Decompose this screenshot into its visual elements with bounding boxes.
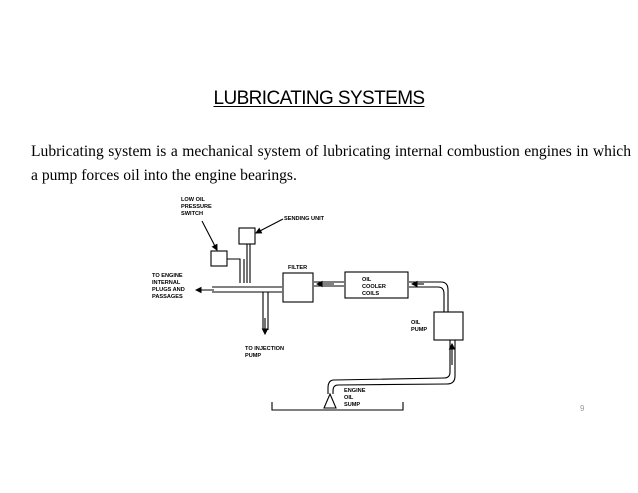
sending-unit-leader <box>255 218 284 234</box>
oil-cooler-box <box>344 271 409 299</box>
cooler-label-line-1: OIL <box>362 277 372 283</box>
to-engine-label-line-3: PLUGS AND <box>152 287 185 293</box>
pressure-switch-box <box>210 250 228 267</box>
switch-connector <box>227 258 245 283</box>
page-number: 9 <box>580 404 585 413</box>
cooler-label-line-2: COOLER <box>362 284 386 290</box>
to-engine-label-line-4: PASSAGES <box>152 294 183 300</box>
injection-label-line-1: TO INJECTION <box>245 346 284 352</box>
filter-label: FILTER <box>288 265 307 271</box>
to-engine-label-line-1: TO ENGINE <box>152 273 183 279</box>
pump-label-line-1: OIL <box>411 320 421 326</box>
slide-body-text: Lubricating system is a mechanical syste… <box>31 143 631 184</box>
low-oil-label-line-3: SWITCH <box>181 211 203 217</box>
pump-to-cooler-line <box>409 281 449 312</box>
injection-label-line-2: PUMP <box>245 353 261 359</box>
slide-title: LUBRICATING SYSTEMS <box>213 88 425 109</box>
sending-unit-box <box>238 227 256 245</box>
filter-box <box>282 272 314 303</box>
sump-pan <box>271 402 404 411</box>
pump-label-line-2: PUMP <box>411 327 427 333</box>
sending-connector <box>246 244 251 283</box>
sump-label-line-2: OIL <box>344 395 354 401</box>
injection-pump-line <box>262 292 269 330</box>
sump-label-line-3: SUMP <box>344 402 360 408</box>
to-engine-label-line-2: INTERNAL <box>152 280 181 286</box>
sump-label-line-1: ENGINE <box>344 388 366 394</box>
oil-pickup <box>323 392 337 409</box>
sump-to-pump-line <box>327 340 456 394</box>
pressure-switch-leader <box>201 220 218 251</box>
cooler-label-line-3: COILS <box>362 291 379 297</box>
low-oil-label-line-1: LOW OIL <box>181 197 206 203</box>
sending-unit-label: SENDING UNIT <box>284 216 325 222</box>
diagram-labels: LOW OIL PRESSURE SWITCH SENDING UNIT TO … <box>152 197 427 408</box>
low-oil-label-line-2: PRESSURE <box>181 204 212 210</box>
oil-pump-box <box>433 311 464 341</box>
main-gallery-line <box>212 286 282 293</box>
